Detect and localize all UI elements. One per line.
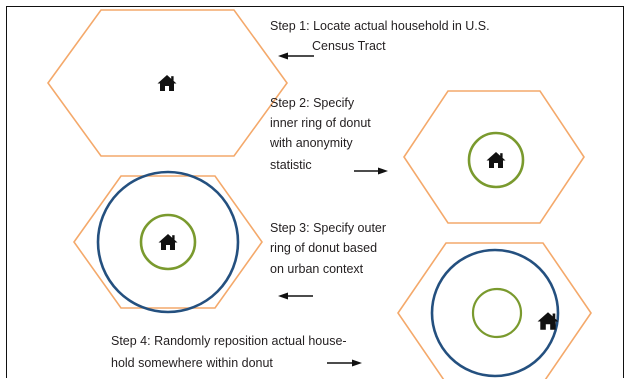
- house-icon: [157, 75, 177, 91]
- step-2-line-1: Step 2: Specify: [270, 96, 355, 110]
- step-4-line-1: Step 4: Randomly reposition actual house…: [111, 334, 347, 348]
- hexagon-step-1: [47, 9, 288, 157]
- arrow-icon: [354, 167, 388, 175]
- step-1-line-2: Census Tract: [312, 39, 386, 53]
- step-4-line-2: hold somewhere within donut: [111, 356, 273, 370]
- hexagon-step-4: [397, 242, 592, 379]
- outer-ring-circle: [96, 170, 240, 314]
- house-icon: [486, 152, 506, 168]
- step-2-line-3: with anonymity: [269, 136, 353, 150]
- step-4-text: Step 4: Randomly reposition actual house…: [111, 334, 350, 370]
- step-2-line-2: inner ring of donut: [270, 116, 371, 130]
- hexagon-step-3: [73, 170, 263, 314]
- step-2-text: Step 2: Specify inner ring of donut with…: [269, 96, 374, 172]
- step-3-line-3: on urban context: [270, 262, 364, 276]
- arrow-icon: [327, 359, 362, 367]
- inner-ring-circle: [139, 213, 197, 271]
- outer-ring-circle: [430, 248, 560, 378]
- step-3-text: Step 3: Specify outer ring of donut base…: [270, 221, 390, 276]
- house-icon: [158, 234, 178, 250]
- step-3-line-2: ring of donut based: [270, 241, 377, 255]
- census-tract-hexagon: [403, 90, 585, 224]
- step-3-line-1: Step 3: Specify outer: [270, 221, 386, 235]
- hexagon-step-2: [403, 90, 585, 224]
- step-1-line-1: Step 1: Locate actual household in U.S.: [270, 19, 490, 33]
- inner-ring-circle: [471, 287, 523, 339]
- arrow-icon: [278, 52, 314, 60]
- step-2-line-4: statistic: [270, 158, 312, 172]
- arrow-icon: [278, 292, 313, 300]
- census-tract-hexagon: [73, 175, 263, 309]
- census-tract-hexagon: [47, 9, 288, 157]
- house-icon: [537, 312, 559, 330]
- census-tract-hexagon: [397, 242, 592, 379]
- figure-frame: [6, 6, 624, 378]
- inner-ring-circle: [467, 131, 525, 189]
- step-1-text: Step 1: Locate actual household in U.S. …: [270, 19, 493, 53]
